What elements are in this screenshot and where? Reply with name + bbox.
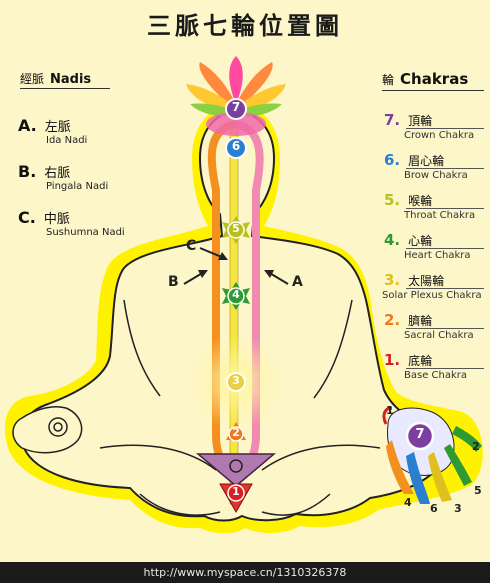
chakra-rule	[406, 208, 484, 209]
spine-chakra-7	[225, 98, 247, 120]
chakra-name: Sacral Chakra	[404, 330, 474, 341]
hand-number-6: 6	[430, 502, 438, 515]
left-hand-mudra	[12, 406, 83, 454]
leg-crease-left	[99, 444, 217, 471]
chakra-item-brow: 6. 眉心輪 Brow Chakra	[384, 150, 484, 181]
chakra-item-throat: 5. 喉輪 Throat Chakra	[384, 190, 484, 221]
chakra-rule	[406, 368, 484, 369]
nadi-name: Pingala Nadi	[46, 181, 109, 192]
chakra-cjk: 眉心輪	[408, 154, 445, 168]
spine-number-5: 5	[232, 222, 240, 235]
kundalini-spiral	[229, 459, 243, 473]
nadi-item-b: B. 右脈 Pingala Nadi	[18, 162, 108, 192]
right-foot	[261, 493, 331, 516]
nadi-letter: A.	[18, 116, 37, 135]
chakra-name: Heart Chakra	[404, 250, 471, 261]
chakra-rule	[406, 168, 484, 169]
nadis-header-cjk: 經脈	[20, 72, 45, 86]
page-title: 三脈七輪位置圖	[147, 11, 343, 40]
hand-number-2: 2	[472, 440, 480, 453]
spine-chakra-5	[222, 216, 250, 244]
spine-number-2: 2	[232, 426, 240, 439]
spine-chakra-4	[222, 282, 250, 310]
label-c: C	[186, 238, 197, 254]
nadi-name: Ida Nadi	[46, 135, 88, 146]
nadi-name: Sushumna Nadi	[46, 227, 125, 238]
chakra-name: Brow Chakra	[404, 170, 468, 181]
chakra-name: Base Chakra	[404, 370, 468, 381]
nadi-item-a: A. 左脈 Ida Nadi	[18, 116, 87, 146]
leg-crease-right	[261, 444, 381, 471]
nadis-header-label: Nadis	[50, 72, 92, 87]
nadis-header-rule	[20, 88, 110, 89]
chakra-item-base: 1. 底輪 Base Chakra	[384, 350, 484, 381]
nadi-item-c: C. 中脈 Sushumna Nadi	[18, 208, 125, 238]
spine-chakra-3	[226, 372, 246, 392]
chakra-number: 7.	[384, 111, 401, 129]
chakras-header: 輪 Chakras	[382, 70, 468, 88]
spine-chakra-1	[227, 484, 245, 502]
spine-number-6: 6	[231, 139, 241, 153]
chakra-number: 5.	[384, 191, 401, 209]
chakra-cjk: 喉輪	[408, 194, 433, 208]
nadis-header: 經脈 Nadis	[20, 70, 91, 87]
chakra-number: 4.	[384, 231, 401, 249]
hand-number-3: 3	[454, 502, 462, 515]
hand-chakra-7	[405, 421, 435, 451]
spine-number-3: 3	[232, 374, 240, 387]
chakras-header-cjk: 輪	[382, 73, 395, 87]
spine-number-1: 1	[232, 485, 240, 498]
chakra-name: Crown Chakra	[404, 130, 475, 141]
chakra-cjk: 太陽輪	[408, 274, 445, 288]
chakra-rule	[406, 288, 484, 289]
spine-number-4: 4	[232, 288, 240, 301]
label-b: B	[168, 274, 179, 290]
hand-number-5: 5	[474, 484, 482, 497]
hand-number-4: 4	[404, 496, 412, 509]
left-foot	[139, 493, 221, 516]
chakra-item-solar-plexus: 3. 太陽輪 Solar Plexus Chakra	[382, 270, 484, 301]
nadi-letter: B.	[18, 162, 37, 181]
chakra-cjk: 底輪	[408, 354, 433, 368]
nadi-letter: C.	[18, 208, 36, 227]
chakras-header-label: Chakras	[400, 70, 469, 88]
hand-chakra-number-7: 7	[415, 427, 425, 442]
right-arm-line	[313, 299, 353, 399]
pelvis-triangle	[195, 453, 277, 487]
brow-band	[206, 112, 266, 136]
hand-number-1: 1	[386, 404, 394, 417]
watermark-url-bar: http://www.myspace.cn/1310326378	[0, 562, 490, 583]
chakra-rule	[406, 328, 484, 329]
label-a: A	[292, 274, 303, 290]
chakra-number: 2.	[384, 311, 401, 329]
chakra-number: 1.	[384, 351, 401, 369]
spine-chakra-6	[225, 137, 247, 159]
right-hand-colored	[382, 406, 482, 504]
nadi-cjk: 中脈	[43, 212, 70, 227]
chakra-number: 6.	[384, 151, 401, 169]
chakra-rule	[406, 128, 484, 129]
nadi-cjk: 左脈	[44, 120, 71, 135]
chakra-cjk: 頂輪	[408, 114, 433, 128]
chakra-name: Solar Plexus Chakra	[382, 290, 482, 301]
chakra-item-sacral: 2. 臍輪 Sacral Chakra	[384, 310, 484, 341]
chakra-number: 3.	[384, 271, 401, 289]
chakra-cjk: 心輪	[408, 234, 433, 248]
chakra-item-crown: 7. 頂輪 Crown Chakra	[384, 110, 484, 141]
chakra-rule	[406, 248, 484, 249]
spine-number-7: 7	[231, 100, 241, 114]
left-arm-line	[123, 299, 161, 397]
chakras-header-rule	[382, 90, 484, 91]
spine-chakra-2	[226, 422, 246, 442]
nadi-cjk: 右脈	[44, 166, 71, 181]
chakra-cjk: 臍輪	[408, 314, 433, 328]
chakra-name: Throat Chakra	[404, 210, 476, 221]
chakra-item-heart: 4. 心輪 Heart Chakra	[384, 230, 484, 261]
